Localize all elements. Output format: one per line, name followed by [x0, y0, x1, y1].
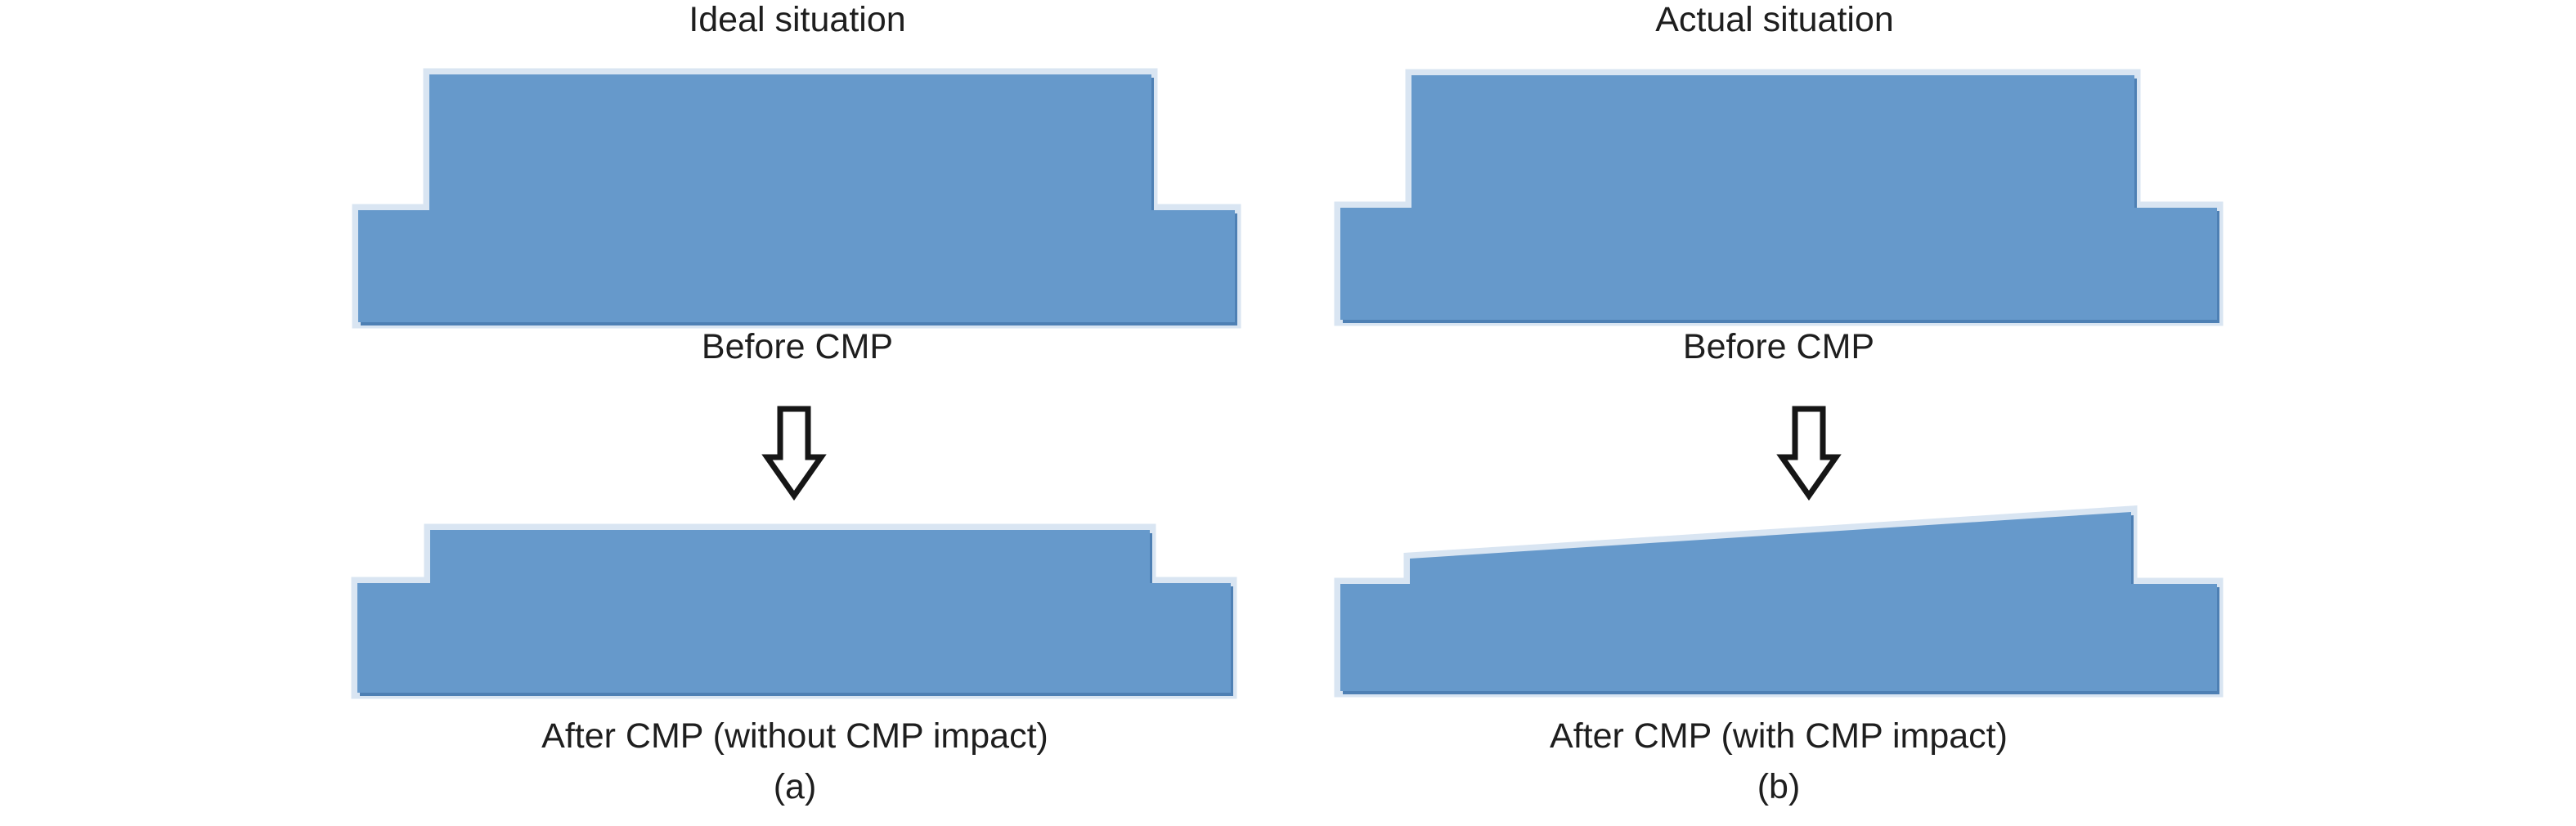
panel-b-after-cmp-shape — [1334, 505, 2224, 698]
panel-b-sub-label: (b) — [1757, 767, 1801, 806]
panel-a-after-cmp-shape — [351, 523, 1237, 699]
panel-b-after-cmp-label: After CMP (with CMP impact) — [1550, 716, 2008, 756]
panel-a-before-cmp-shape — [352, 68, 1241, 329]
panel-a-after-shape-body — [357, 530, 1231, 693]
panel-b-before-cmp-label: Before CMP — [1682, 327, 1875, 366]
panel-a-before-cmp-label: Before CMP — [701, 327, 894, 366]
panel-a-after-cmp-label: After CMP (without CMP impact) — [541, 716, 1048, 756]
panel-a-title: Ideal situation — [689, 0, 906, 39]
panel-b-before-shape-body — [1340, 75, 2217, 320]
panel-b-title: Actual situation — [1655, 0, 1894, 39]
panel-b-before-cmp-shape — [1334, 69, 2224, 326]
panel-b-after-shape-body — [1340, 512, 2217, 691]
panel-a-before-shape-body — [358, 74, 1235, 322]
panel-b-down-arrow-icon — [1776, 406, 1842, 501]
panel-a-down-arrow-icon — [761, 406, 827, 501]
panel-a-sub-label: (a) — [773, 767, 817, 806]
